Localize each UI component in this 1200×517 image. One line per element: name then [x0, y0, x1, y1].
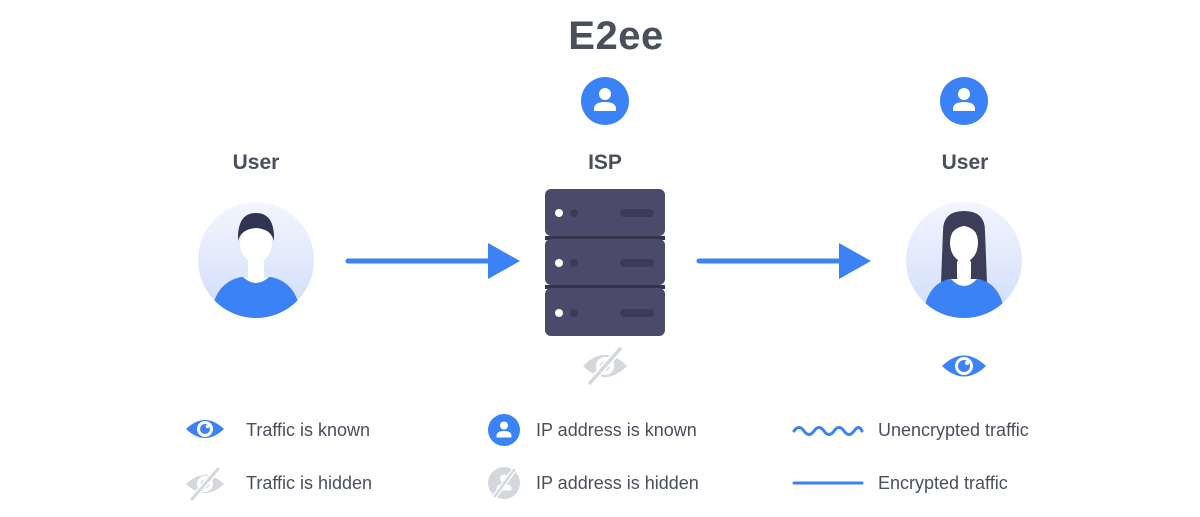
legend-ip-known: IP address is known — [536, 420, 697, 440]
eye-slash-icon — [186, 466, 224, 502]
encrypted-arrow-2 — [696, 243, 871, 279]
ip-known-icon — [488, 414, 520, 446]
eye-slash-icon — [583, 345, 627, 387]
diagram-title: E2ee — [568, 14, 664, 58]
ip-hidden-icon — [488, 467, 520, 499]
ip-known-icon — [581, 77, 629, 125]
ip-known-icon — [940, 77, 988, 125]
encrypted-arrow-1 — [345, 243, 520, 279]
receiver-label: User — [941, 151, 989, 174]
female-user-avatar — [906, 202, 1022, 318]
legend-ip-hidden: IP address is hidden — [536, 473, 699, 493]
legend-traffic-known: Traffic is known — [246, 420, 371, 440]
eye-icon — [942, 355, 986, 377]
male-user-avatar — [198, 202, 314, 318]
legend-unencrypted: Unencrypted traffic — [878, 420, 1029, 440]
eye-icon — [186, 420, 224, 438]
server-icon — [545, 189, 665, 336]
legend-encrypted: Encrypted traffic — [878, 473, 1008, 493]
legend-traffic-hidden: Traffic is hidden — [246, 473, 373, 493]
sender-label: User — [232, 151, 280, 174]
isp-label: ISP — [588, 151, 622, 174]
encrypted-line-icon — [792, 481, 864, 485]
unencrypted-line-icon — [792, 426, 864, 436]
